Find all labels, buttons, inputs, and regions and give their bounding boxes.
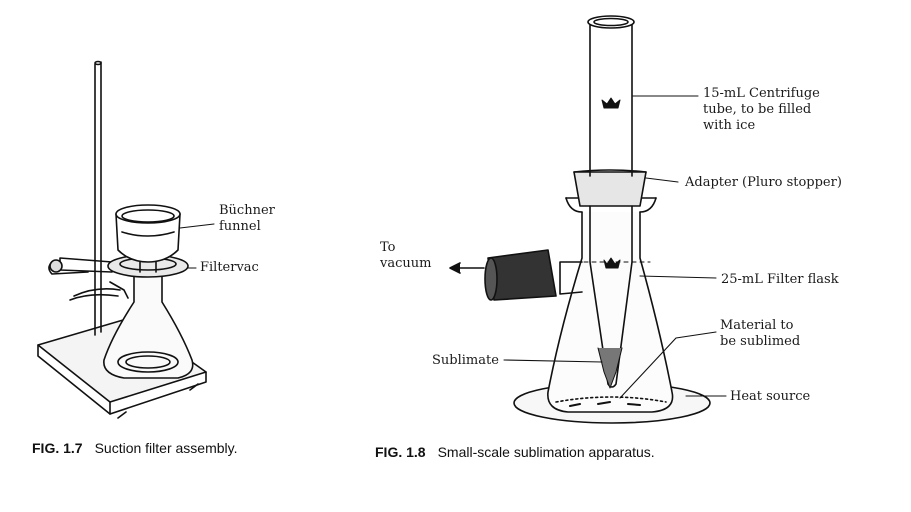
- label-to-vacuum-line1: To: [380, 240, 396, 255]
- adapter-stopper: [573, 171, 647, 207]
- caption-fig-1-7-number: FIG. 1.7: [32, 440, 83, 456]
- label-filtervac: Filtervac: [200, 260, 259, 275]
- label-buchner-funnel: Büchner funnel: [219, 203, 275, 235]
- label-to-vacuum: To vacuum: [380, 240, 431, 272]
- label-filter-flask: 25-mL Filter flask: [721, 272, 839, 287]
- vacuum-tubing: [487, 249, 557, 301]
- label-buchner-line2: funnel: [219, 219, 261, 234]
- caption-fig-1-7-text: Suction filter assembly.: [94, 440, 238, 456]
- caption-fig-1-8: FIG. 1.8 Small-scale sublimation apparatu…: [375, 444, 655, 460]
- label-sublimate: Sublimate: [432, 353, 499, 368]
- sublimate: [597, 347, 623, 389]
- filter-flask-small: [103, 275, 194, 379]
- label-material-line1: Material to: [720, 318, 794, 333]
- caption-fig-1-8-number: FIG. 1.8: [375, 444, 426, 460]
- caption-fig-1-7: FIG. 1.7 Suction filter assembly.: [32, 440, 237, 456]
- caption-fig-1-8-text: Small-scale sublimation apparatus.: [437, 444, 655, 460]
- centrifuge-tube: [589, 23, 633, 177]
- label-centrifuge-tube: 15-mL Centrifuge tube, to be filled with…: [703, 86, 820, 134]
- label-centrifuge-line2: tube, to be filled: [703, 102, 812, 117]
- label-centrifuge-line3: with ice: [703, 118, 756, 133]
- label-material: Material to be sublimed: [720, 318, 800, 350]
- label-material-line2: be sublimed: [720, 334, 801, 349]
- label-buchner-line1: Büchner: [219, 203, 275, 218]
- label-heat-source: Heat source: [730, 389, 811, 404]
- buchner-funnel-shape: [115, 213, 181, 263]
- label-to-vacuum-line2: vacuum: [380, 256, 432, 271]
- label-centrifuge-line1: 15-mL Centrifuge: [703, 86, 820, 101]
- label-adapter: Adapter (Pluro stopper): [685, 175, 842, 190]
